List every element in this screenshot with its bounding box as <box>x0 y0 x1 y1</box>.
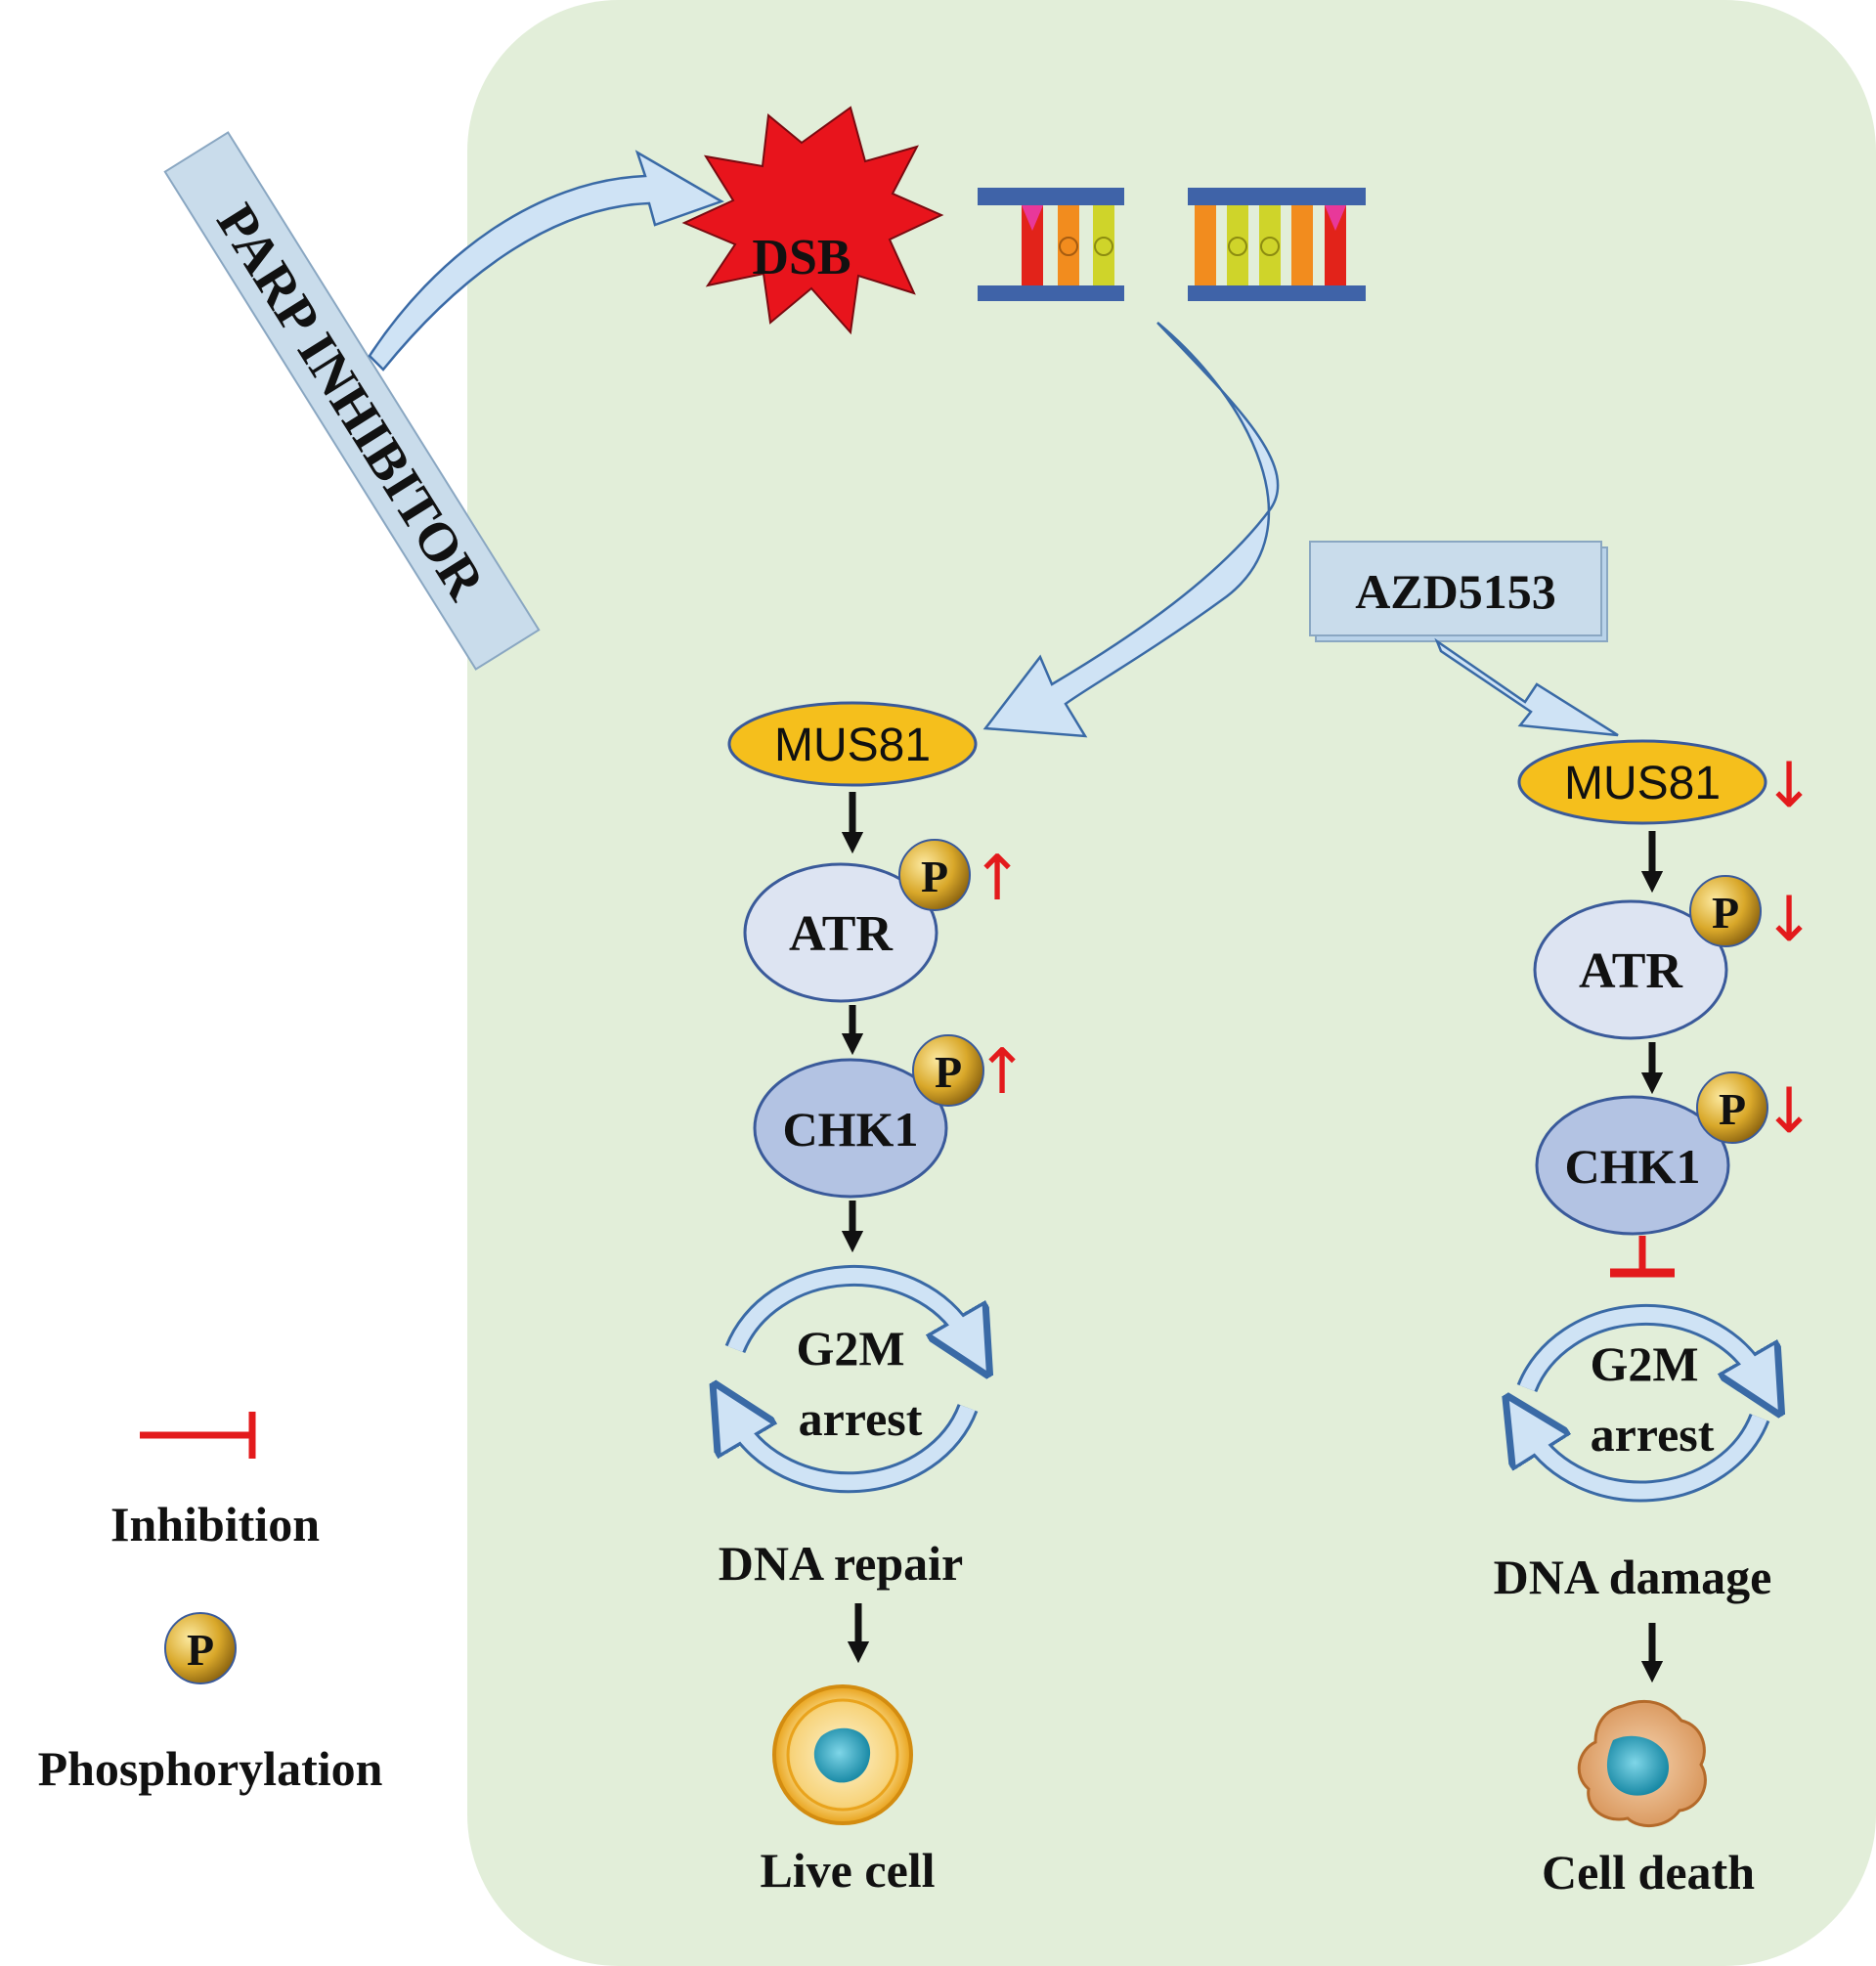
right-chk1-label: CHK1 <box>1565 1139 1701 1194</box>
dsb-starburst-icon <box>681 106 944 335</box>
legend-phosphorylation-label: Phosphorylation <box>38 1741 383 1796</box>
right-chk1-phospho-icon <box>1696 1071 1768 1144</box>
right-chk1-phospho-label: P <box>1719 1084 1746 1134</box>
left-atr-label: ATR <box>789 906 894 962</box>
parp-inhibitor-label: PARP INHIBITOR <box>204 194 496 610</box>
left-chk1-label: CHK1 <box>783 1102 919 1157</box>
right-arrest-label: arrest <box>1591 1407 1715 1462</box>
legend-inhibition-label: Inhibition <box>110 1497 320 1551</box>
left-fate-label: Live cell <box>760 1843 935 1898</box>
right-atr-node <box>1533 899 1728 1040</box>
left-g2m-label: G2M <box>796 1321 904 1376</box>
right-fate-label: Cell death <box>1542 1845 1755 1900</box>
dead-cell-icon <box>1577 1699 1707 1828</box>
legend-inhibition-icon <box>140 1412 256 1459</box>
right-atr-phospho-icon <box>1689 875 1762 947</box>
left-arrest-label: arrest <box>799 1391 923 1446</box>
azd5153-box: AZD5153 <box>1309 541 1608 642</box>
left-chk1-node <box>753 1058 948 1199</box>
right-atr-phospho-label: P <box>1712 888 1739 938</box>
right-mus81-down-indicator: ↓ <box>1763 750 1815 822</box>
dna-break-icon <box>978 188 1124 301</box>
left-atr-up-indicator: ↑ <box>971 843 1024 915</box>
left-chk1-up-indicator: ↑ <box>976 1036 1028 1109</box>
left-mus81-label: MUS81 <box>774 720 931 771</box>
left-cell-cycle-icon <box>735 1265 968 1494</box>
arrow-parp-to-dsb <box>368 150 724 371</box>
left-atr-phospho-label: P <box>921 852 948 901</box>
right-chk1-down-indicator: ↓ <box>1763 1075 1815 1148</box>
azd5153-label: AZD5153 <box>1355 564 1556 619</box>
dna-strand-icon <box>1188 188 1366 301</box>
left-chk1-phospho-label: P <box>935 1047 962 1097</box>
live-cell-icon <box>772 1684 913 1825</box>
left-outcome-label: DNA repair <box>719 1536 963 1591</box>
right-cell-cycle-icon <box>1527 1304 1760 1503</box>
right-mus81-node <box>1517 739 1767 825</box>
left-mus81-node <box>727 701 978 787</box>
right-atr-down-indicator: ↓ <box>1763 884 1815 956</box>
right-atr-label: ATR <box>1579 943 1683 999</box>
legend-phospho-symbol: P <box>187 1625 214 1675</box>
right-chk1-node <box>1535 1095 1730 1236</box>
right-mus81-label: MUS81 <box>1564 758 1721 809</box>
arrow-dna-to-left-mus81 <box>982 322 1280 738</box>
left-chk1-phospho-icon <box>912 1034 984 1107</box>
arrow-azd5153-to-right-mus81 <box>1434 637 1619 737</box>
right-outcome-label: DNA damage <box>1494 1550 1772 1604</box>
right-g2m-label: G2M <box>1590 1336 1698 1391</box>
dsb-label: DSB <box>752 230 851 285</box>
left-atr-node <box>743 862 938 1003</box>
left-atr-phospho-icon <box>898 839 971 911</box>
inhibition-symbol <box>1610 1236 1675 1278</box>
legend-phospho-icon <box>164 1612 237 1684</box>
